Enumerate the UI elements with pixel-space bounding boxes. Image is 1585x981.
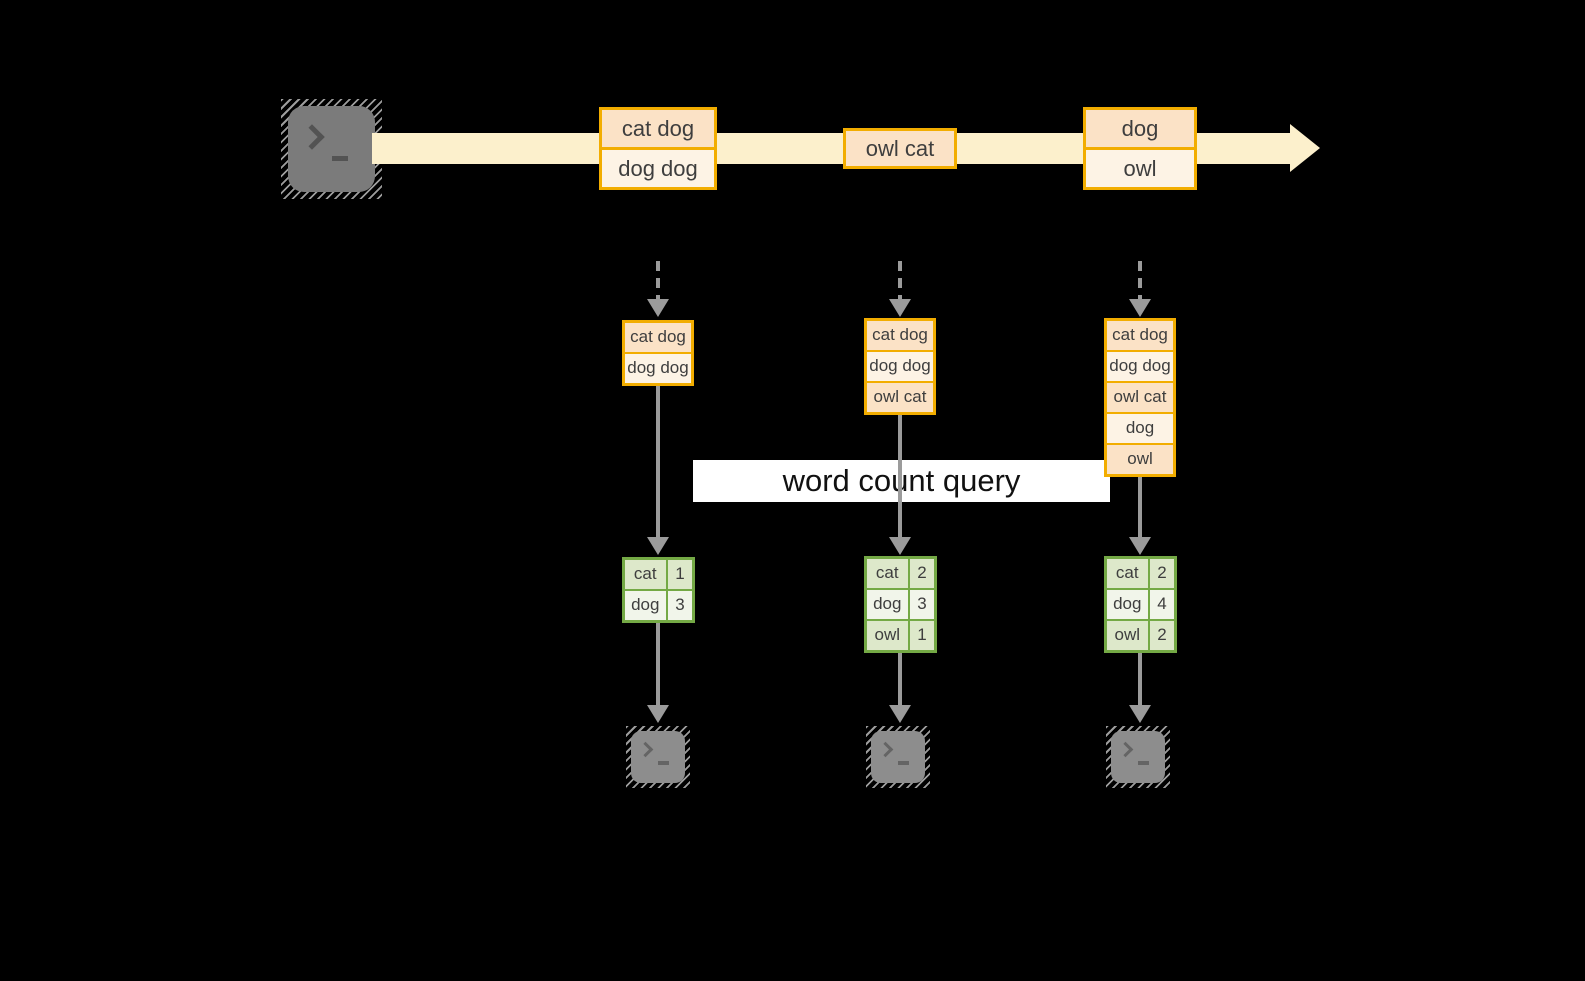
count-cell: 1 (668, 560, 692, 589)
event-line: dog dog (602, 149, 714, 187)
terminal-body (1111, 731, 1165, 783)
sink-terminal-icon (866, 726, 930, 788)
count-cell: 1 (910, 621, 934, 650)
buffer-row: owl cat (867, 383, 933, 412)
count-table-2: cat 2 dog 3 owl 1 (864, 556, 937, 653)
buffer-stack-3: cat dog dog dog owl cat dog owl (1104, 318, 1176, 477)
buffer-row: dog dog (625, 354, 691, 383)
dashed-arrow-line (656, 261, 660, 299)
count-cell: 2 (1150, 621, 1174, 650)
query-arrow-line (1138, 476, 1142, 537)
buffer-row: dog (1107, 414, 1173, 443)
prompt-chevron-icon (299, 124, 325, 150)
word-cell: cat (867, 559, 908, 588)
query-arrow-line (656, 385, 660, 537)
stream-event-1: cat dog dog dog (599, 107, 717, 190)
event-line: dog (1086, 110, 1194, 147)
buffer-row: dog dog (867, 352, 933, 381)
query-arrow-head (1129, 537, 1151, 555)
prompt-underscore-icon (332, 156, 348, 161)
word-cell: dog (1107, 590, 1148, 619)
buffer-row: owl cat (1107, 383, 1173, 412)
count-cell: 3 (910, 590, 934, 619)
word-cell: dog (867, 590, 908, 619)
count-cell: 3 (668, 591, 692, 620)
count-cell: 4 (1150, 590, 1174, 619)
terminal-body (288, 106, 375, 192)
count-table-3: cat 2 dog 4 owl 2 (1104, 556, 1177, 653)
stream-event-2: owl cat (843, 128, 957, 169)
sink-terminal-icon (1106, 726, 1170, 788)
word-cell: owl (1107, 621, 1148, 650)
buffer-row: dog dog (1107, 352, 1173, 381)
sink-terminal-icon (626, 726, 690, 788)
sink-arrow-line (656, 622, 660, 705)
count-table-1: cat 1 dog 3 (622, 557, 695, 623)
query-arrow-head (647, 537, 669, 555)
sink-arrow-head (1129, 705, 1151, 723)
sink-arrow-line (1138, 652, 1142, 705)
stream-arrow-head (1290, 124, 1320, 172)
source-terminal-icon (281, 99, 382, 199)
query-arrow-line (898, 413, 902, 537)
dashed-arrow-line (1138, 261, 1142, 299)
stream-event-3: dog owl (1083, 107, 1197, 190)
dashed-arrow-head (647, 299, 669, 317)
buffer-stack-1: cat dog dog dog (622, 320, 694, 386)
word-cell: cat (625, 560, 666, 589)
prompt-chevron-icon (1117, 741, 1134, 758)
sink-arrow-head (889, 705, 911, 723)
dashed-arrow-head (889, 299, 911, 317)
event-line: owl cat (846, 131, 954, 166)
terminal-body (871, 731, 925, 783)
dashed-arrow-head (1129, 299, 1151, 317)
word-cell: dog (625, 591, 666, 620)
count-cell: 2 (910, 559, 934, 588)
prompt-underscore-icon (898, 761, 909, 765)
event-line: owl (1086, 149, 1194, 187)
buffer-row: cat dog (625, 323, 691, 352)
terminal-body (631, 731, 685, 783)
word-cell: cat (1107, 559, 1148, 588)
sink-arrow-head (647, 705, 669, 723)
buffer-row: cat dog (1107, 321, 1173, 350)
buffer-row: owl (1107, 445, 1173, 474)
prompt-chevron-icon (637, 741, 654, 758)
prompt-chevron-icon (877, 741, 894, 758)
buffer-row: cat dog (867, 321, 933, 350)
event-line: cat dog (602, 110, 714, 147)
prompt-underscore-icon (1138, 761, 1149, 765)
buffer-stack-2: cat dog dog dog owl cat (864, 318, 936, 415)
query-arrow-head (889, 537, 911, 555)
word-cell: owl (867, 621, 908, 650)
sink-arrow-line (898, 652, 902, 705)
prompt-underscore-icon (658, 761, 669, 765)
dashed-arrow-line (898, 261, 902, 299)
count-cell: 2 (1150, 559, 1174, 588)
